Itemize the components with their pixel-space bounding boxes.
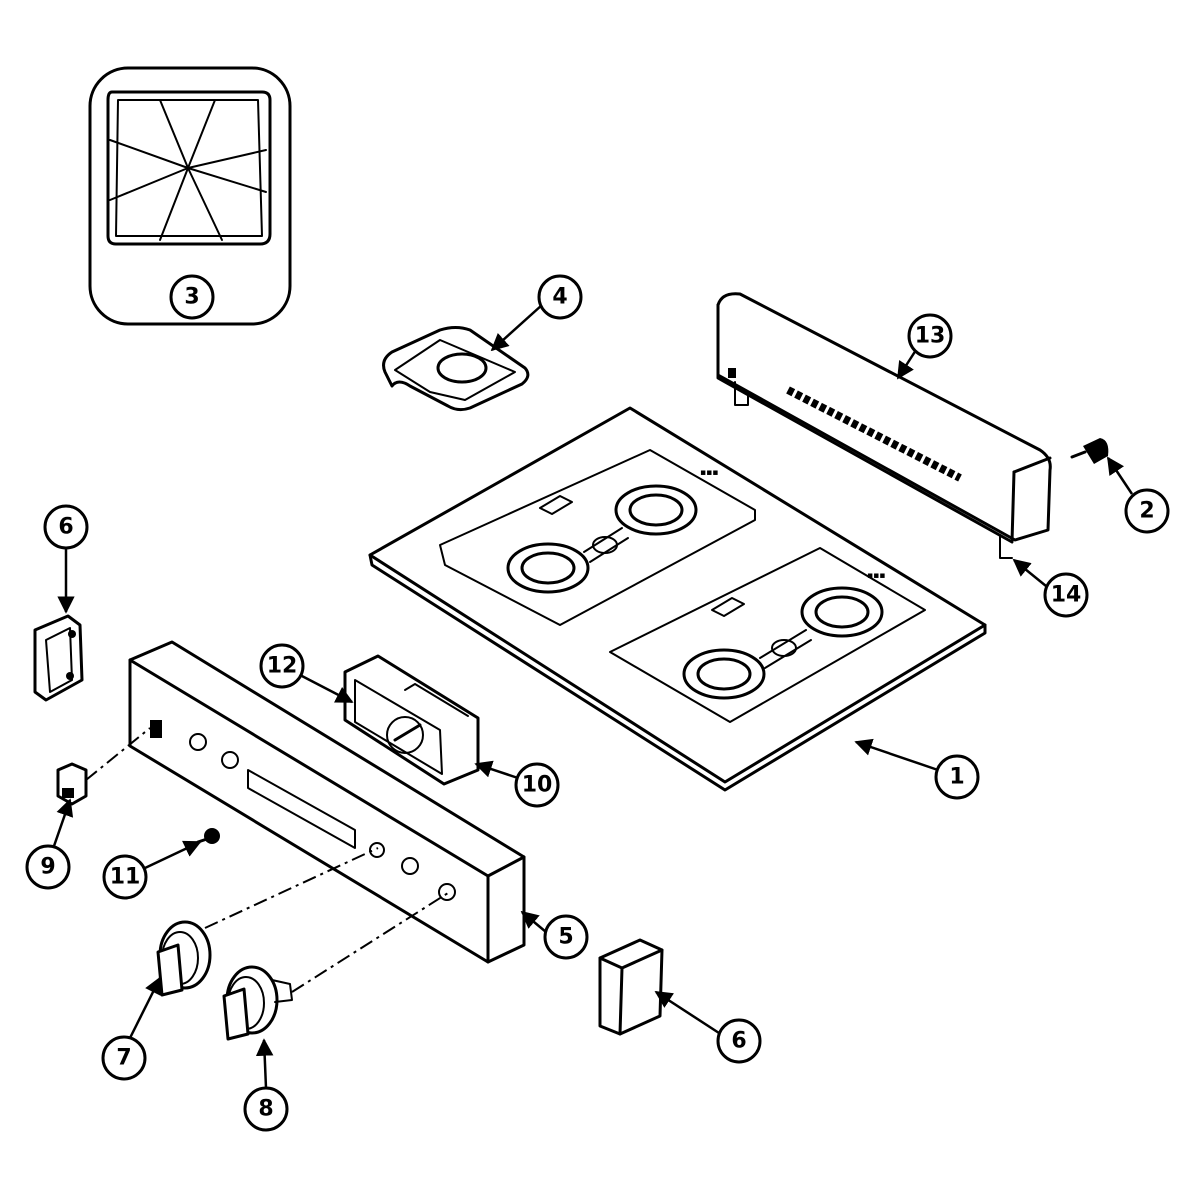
callout-7-label: 7 [116,1046,131,1071]
knob-8 [222,892,449,1041]
backguard-vents [786,386,962,482]
small-screw [196,828,220,844]
cooktop: ▪▪▪ ▪▪▪ [368,406,987,792]
callout-11: 11 [102,840,202,900]
control-panel [128,640,526,964]
callout-6-top: 6 [43,504,89,614]
callout-4-label: 4 [552,285,567,310]
grate-spokes [109,99,267,241]
callout-12-label: 12 [267,654,298,679]
burner-grate [88,66,292,326]
callout-1: 1 [854,738,980,800]
callout-12: 12 [259,643,354,704]
svg-text:▪▪▪: ▪▪▪ [700,468,718,478]
callout-13: 13 [896,313,953,380]
callout-6-top-label: 6 [58,515,73,540]
callouts: 3 4 13 2 14 6 [25,274,1170,1132]
drip-pan [382,326,530,412]
callout-14-label: 14 [1051,583,1082,608]
callout-9-label: 9 [40,855,55,880]
callout-2-label: 2 [1139,499,1154,524]
callout-3: 3 [169,274,215,320]
callout-10: 10 [474,760,560,808]
callout-6-bottom: 6 [654,990,762,1064]
callout-8-label: 8 [258,1097,273,1122]
switch [56,727,151,806]
end-cap-left [33,614,84,702]
callout-6-bottom-label: 6 [731,1029,746,1054]
end-cap-right [598,938,664,1036]
callout-8: 8 [243,1038,289,1132]
callout-7: 7 [101,976,162,1081]
callout-10-label: 10 [522,773,553,798]
backguard [716,292,1052,559]
callout-3-label: 3 [184,285,199,310]
callout-9: 9 [25,798,74,890]
knob-7 [156,847,379,997]
callout-2: 2 [1106,456,1170,534]
callout-11-label: 11 [110,865,141,890]
screw [1070,438,1109,464]
callout-14: 14 [1012,558,1089,618]
callout-5-label: 5 [558,925,573,950]
svg-text:▪▪▪: ▪▪▪ [867,571,885,581]
callout-5: 5 [520,910,589,960]
callout-4: 4 [490,274,583,352]
clock-module [343,654,480,786]
callout-1-label: 1 [949,765,964,790]
callout-13-label: 13 [915,324,946,349]
